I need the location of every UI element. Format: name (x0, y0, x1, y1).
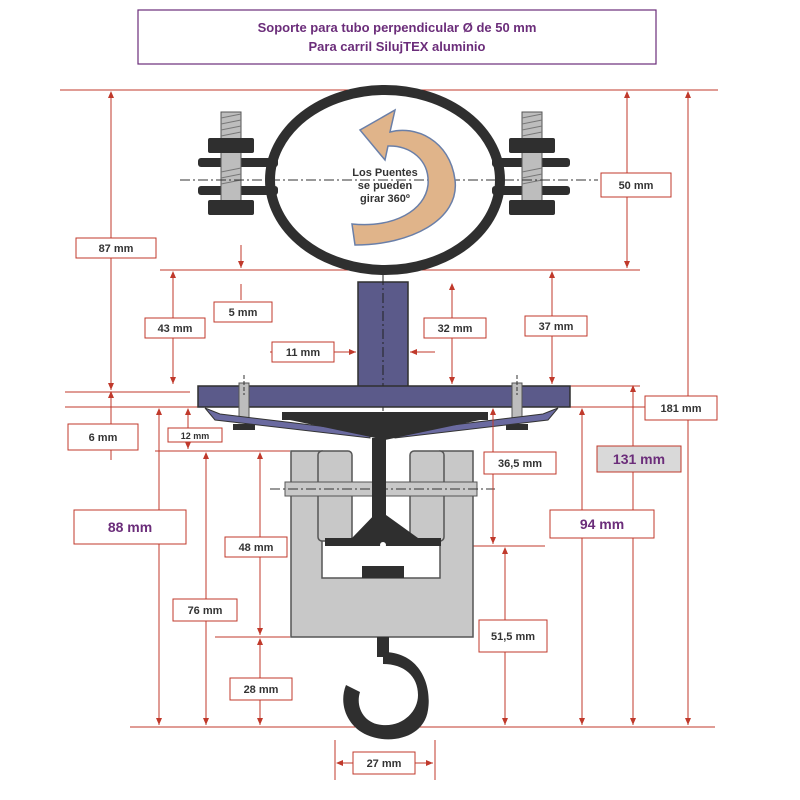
dim-76: 76 mm (188, 605, 223, 617)
dim-27: 27 mm (367, 758, 402, 770)
title-box: Soporte para tubo perpendicular Ø de 50 … (137, 9, 657, 65)
dim-181: 181 mm (661, 403, 702, 415)
dim-12: 12 mm (181, 431, 210, 441)
dim-36-5: 36,5 mm (498, 458, 542, 470)
dim-11: 11 mm (286, 347, 320, 359)
dim-37: 37 mm (539, 321, 574, 333)
title-line-2: Para carril SilujTEX aluminio (308, 39, 485, 54)
pipe-clamp (180, 85, 598, 275)
dim-28: 28 mm (244, 684, 279, 696)
title-line-1: Soporte para tubo perpendicular Ø de 50 … (258, 20, 537, 35)
dim-32: 32 mm (438, 323, 473, 335)
rotation-arrow: Los Puentes se pueden girar 360º (351, 108, 456, 246)
arrow-text-line-1: Los Puentes (352, 167, 417, 179)
dimension-labels: 87 mm 50 mm 5 mm 43 mm 32 mm 37 mm 11 mm… (67, 172, 718, 775)
dim-43: 43 mm (158, 323, 193, 335)
dim-5: 5 mm (229, 307, 258, 319)
dim-6: 6 mm (89, 432, 118, 444)
trolley (270, 438, 495, 740)
dim-48: 48 mm (239, 542, 274, 554)
dim-50: 50 mm (619, 180, 654, 192)
dim-87: 87 mm (99, 243, 134, 255)
dim-131: 131 mm (613, 451, 665, 467)
dim-94: 94 mm (580, 516, 624, 532)
dim-51-5: 51,5 mm (491, 631, 535, 643)
bracket (197, 275, 571, 520)
arrow-text-line-3: girar 360º (360, 193, 410, 205)
dim-88: 88 mm (108, 519, 152, 535)
arrow-text-line-2: se pueden (358, 180, 413, 192)
